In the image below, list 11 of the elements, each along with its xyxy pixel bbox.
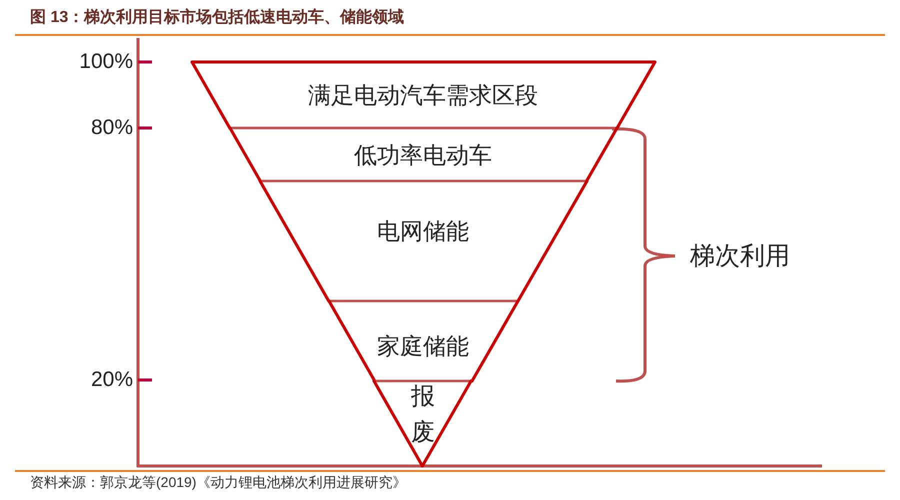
source-note: 资料来源：郭京龙等(2019)《动力锂电池梯次利用进展研究》	[30, 474, 406, 491]
axis-tick-label: 100%	[79, 49, 133, 75]
band-label: 电网储能	[376, 218, 469, 246]
band-label: 满足电动汽车需求区段	[308, 82, 538, 110]
band-label: 家庭储能	[376, 333, 469, 361]
axis-tick-label: 20%	[90, 367, 133, 393]
band-label: 报废	[410, 382, 436, 448]
bracket-label: 梯次利用	[690, 241, 790, 271]
axis-tick-label: 80%	[90, 115, 133, 141]
band-label: 低功率电动车	[354, 142, 492, 170]
figure-title: 图 13：梯次利用目标市场包括低速电动车、储能领域	[30, 8, 404, 28]
